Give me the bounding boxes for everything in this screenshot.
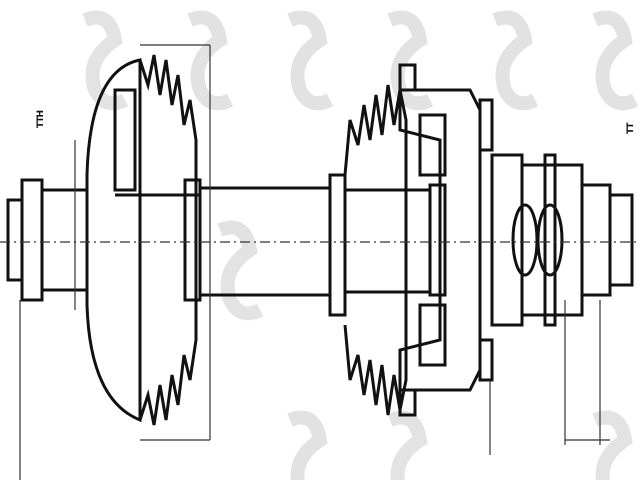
dimension-lines (0, 44, 640, 480)
shaft-outline (6, 54, 634, 426)
right-dimension-label: TT (626, 123, 636, 135)
left-dimension-label: TTH (36, 110, 46, 128)
watermarks (82, 10, 639, 480)
